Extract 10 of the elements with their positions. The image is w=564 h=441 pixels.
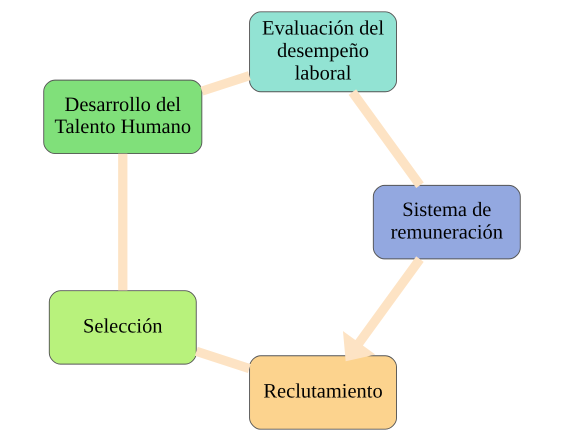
connector xyxy=(118,154,128,290)
node-box: Evaluación del desempeño laboral xyxy=(249,11,397,92)
node-box: Selección xyxy=(48,290,197,365)
connector xyxy=(348,89,424,188)
node-box: Sistema de remuneración xyxy=(372,184,521,260)
node-box: Desarrollo del Talento Humano xyxy=(43,80,202,154)
connector xyxy=(200,71,251,96)
arrow xyxy=(342,256,424,362)
node-box: Reclutamiento xyxy=(249,355,397,430)
connector xyxy=(194,346,251,373)
